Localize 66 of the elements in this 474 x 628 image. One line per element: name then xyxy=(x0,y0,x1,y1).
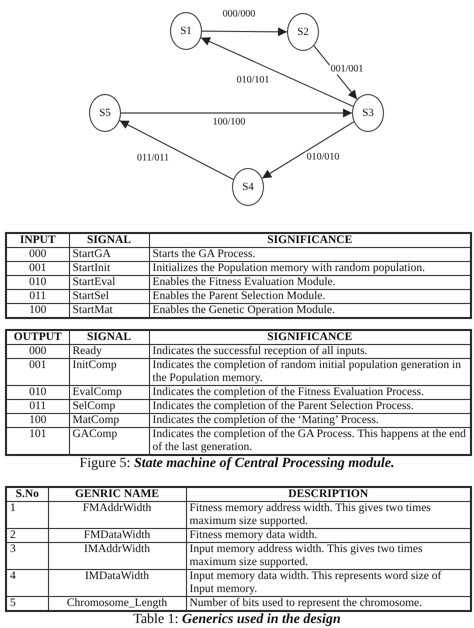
table-cell: EvalComp xyxy=(69,386,149,400)
table-cell: MatComp xyxy=(69,414,149,428)
edge-label: 011/011 xyxy=(136,152,170,164)
table-cell: Indicates the completion of the Parent Selection Process. xyxy=(149,400,471,414)
table-cell: 010 xyxy=(6,276,69,290)
table-cell: 000 xyxy=(6,248,69,262)
arrow xyxy=(202,27,288,36)
edge-label: 010/101 xyxy=(236,74,270,86)
column-header: SIGNAL xyxy=(69,233,149,248)
table-cell: 2 xyxy=(6,528,48,542)
table-cell: Indicates the successful reception of all inputs. xyxy=(149,344,471,358)
edge-label: 001/001 xyxy=(330,64,364,74)
table-cell: 011 xyxy=(6,290,69,304)
edge-label: 100/100 xyxy=(212,116,246,128)
table-cell: 010 xyxy=(6,386,69,400)
arrow xyxy=(200,37,354,107)
table-cell: FMDataWidth xyxy=(48,528,186,542)
table-caption: Table 1: Generics used in the design xyxy=(132,612,342,628)
state-circle: S2 xyxy=(287,13,319,51)
column-header: DESCRIPTION xyxy=(186,487,471,502)
table-cell: IMAddrWidth xyxy=(48,542,186,570)
column-header: OUTPUT xyxy=(6,330,69,344)
table-cell: Starts the GA Process. xyxy=(149,248,471,262)
state-circle: S5 xyxy=(89,94,121,132)
table-cell: 1 xyxy=(6,502,48,528)
table-cell: StartSel xyxy=(69,290,149,304)
arrow xyxy=(262,121,354,179)
state-circle: S3 xyxy=(352,94,384,132)
table-cell: Indicates the completion of the ‘Mating’ Process. xyxy=(149,414,471,428)
arrow xyxy=(120,108,352,118)
table-cell: FMAddrWidth xyxy=(48,502,186,528)
column-header: GENRIC NAME xyxy=(48,487,186,502)
table-cell: Fitness memory address width. This gives two times maximum size supported. xyxy=(186,502,471,528)
arrow xyxy=(119,120,234,180)
table-cell: Indicates the completion of random initial population generation in the Population memory. xyxy=(149,358,471,386)
column-header: SIGNAL xyxy=(69,330,149,344)
table-cell: 100 xyxy=(6,414,69,428)
table-cell: Ready xyxy=(69,344,149,358)
table-cell: StartEval xyxy=(69,276,149,290)
column-header: S.No xyxy=(6,487,48,502)
table-cell: Initializes the Population memory with random population. xyxy=(149,262,471,276)
table-cell: Enables the Fitness Evaluation Module. xyxy=(149,276,471,290)
table-cell: StartInit xyxy=(69,262,149,276)
table-cell: Enables the Parent Selection Module. xyxy=(149,290,471,304)
table-cell: 001 xyxy=(6,262,69,276)
table-cell: Fitness memory data width. xyxy=(186,528,471,542)
state-circle: S1 xyxy=(170,12,202,50)
table-cell: 001 xyxy=(6,358,69,386)
table-cell: SelComp xyxy=(69,400,149,414)
table-cell: Input memory data width. This represents word size of Input memory. xyxy=(186,570,471,596)
table-cell: 000 xyxy=(6,344,69,358)
column-header: SIGNIFICANCE xyxy=(149,330,471,344)
edge-label: 000/000 xyxy=(222,8,256,20)
edge-label: 010/010 xyxy=(306,152,340,162)
table-cell: 3 xyxy=(6,542,48,570)
column-header: SIGNIFICANCE xyxy=(149,233,471,248)
table-cell: IMDataWidth xyxy=(48,570,186,596)
table-cell: 011 xyxy=(6,400,69,414)
column-header: INPUT xyxy=(6,233,69,248)
table-cell: 4 xyxy=(6,570,48,596)
table-cell: Input memory address width. This gives two times maximum size supported. xyxy=(186,542,471,570)
table-cell: InitComp xyxy=(69,358,149,386)
table-cell: StartGA xyxy=(69,248,149,262)
table-cell: Indicates the completion of the Fitness Evaluation Process. xyxy=(149,386,471,400)
state-circle: S4 xyxy=(232,168,264,206)
figure-caption: Figure 5: State machine of Central Processing module. xyxy=(78,456,396,472)
